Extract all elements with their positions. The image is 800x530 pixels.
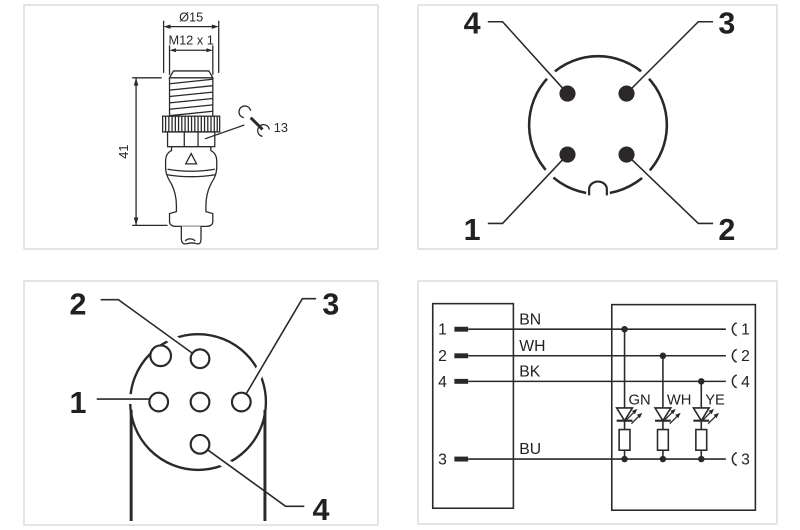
plug-pin-1-label: 1: [438, 322, 447, 339]
wiring-drawing: 1 2 4 3 1 2 4 3 BN WH BK BU GN WH YE: [431, 302, 757, 511]
pin-label-3: 3: [718, 7, 735, 41]
pin-label-3: 3: [322, 287, 339, 321]
junction-dot: [659, 455, 667, 463]
socket-1: [148, 391, 170, 413]
socket-center: [189, 391, 211, 413]
terminal-pin-2: [454, 353, 469, 359]
resistor: [618, 428, 631, 451]
pin-label-1: 1: [464, 213, 481, 247]
socket-4: [189, 433, 211, 455]
contact-pin-1: [731, 322, 738, 337]
pin-4: [559, 85, 576, 102]
junction-dot: [659, 352, 667, 360]
junction-dot: [621, 325, 628, 333]
dim-length: 41: [116, 77, 168, 227]
plug-pin-4-label: 4: [438, 374, 447, 391]
cable-tear-line: [184, 238, 196, 242]
male-face-drawing: 4 3 1 2: [464, 7, 736, 248]
dim-thread-label: M12 x 1: [168, 32, 213, 47]
panel-male-face: 4 3 1 2: [417, 4, 778, 250]
junction-dot: [698, 378, 705, 385]
leader-pin-1: [487, 154, 569, 225]
terminal-pin-4: [454, 378, 469, 384]
plug-pin-2-label: 2: [438, 348, 447, 365]
socket-box: [610, 303, 757, 511]
keyway-bump: [149, 344, 173, 368]
contact-pin-2: [731, 348, 738, 363]
leader-pin-3: [625, 20, 714, 95]
arrow-right-icon: [211, 24, 219, 29]
thread-section: [168, 70, 214, 117]
orientation-triangle-icon: [184, 152, 198, 165]
resistor: [695, 428, 708, 451]
leader-pin-3: [240, 297, 317, 403]
pin-2: [618, 146, 635, 163]
plug-pin-3-label: 3: [438, 451, 447, 468]
socket-3: [230, 391, 252, 413]
contact-pin-3: [731, 451, 738, 467]
contact-pin-4: [731, 374, 738, 389]
wire-color-bn: BN: [519, 311, 541, 328]
wire-color-bu: BU: [519, 441, 541, 458]
wrench-size-label: 13: [274, 120, 288, 135]
led-label-gn: GN: [628, 392, 650, 408]
leader-pin-4: [487, 20, 569, 95]
panel-female-face: 2 3 1 4: [23, 280, 379, 526]
arrow-left-icon: [169, 48, 176, 53]
panel-wiring-diagram: 1 2 4 3 1 2 4 3 BN WH BK BU GN WH YE: [417, 280, 778, 525]
terminal-pin-3: [454, 456, 469, 462]
pin-label-4: 4: [464, 7, 481, 41]
pin-label-4: 4: [313, 493, 330, 524]
socket-2: [189, 348, 211, 370]
leader-pin-4: [199, 443, 305, 508]
plug-box: [431, 302, 515, 510]
dim-length-label: 41: [116, 144, 131, 158]
female-face-drawing: 2 3 1 4: [70, 287, 340, 524]
socket-pin-1-label: 1: [741, 322, 750, 339]
socket-pin-2-label: 2: [741, 348, 750, 365]
side-view-drawing: Ø15 M12 x 1: [116, 10, 288, 245]
keyway-notch: [588, 180, 608, 196]
led-ye-icon: [691, 407, 719, 451]
knurled-nut: [161, 115, 221, 133]
leader-pin-2: [100, 298, 201, 360]
pin-label-2: 2: [718, 213, 735, 247]
led-label-ye: YE: [705, 392, 725, 408]
pin-label-2: 2: [70, 287, 87, 321]
panel-side-view: Ø15 M12 x 1: [23, 4, 379, 250]
pin-1: [559, 146, 576, 163]
wire-color-wh: WH: [519, 338, 545, 355]
led-wh-icon: [653, 407, 681, 451]
wire-color-bk: BK: [519, 363, 540, 380]
pin-label-1: 1: [70, 386, 87, 420]
dim-diameter-label: Ø15: [179, 10, 203, 25]
connector-body: [164, 146, 218, 245]
hex-section: [166, 131, 216, 148]
wrench-leader-line: [204, 124, 245, 140]
arrow-right-icon: [206, 48, 213, 53]
terminal-pin-1: [454, 326, 469, 332]
led-gn-icon: [615, 407, 643, 451]
led-label-wh: WH: [667, 392, 692, 408]
socket-pin-4-label: 4: [741, 374, 750, 391]
junction-dot: [621, 455, 628, 463]
junction-dot: [698, 455, 705, 463]
pin-3: [618, 85, 635, 102]
leader-pin-2: [625, 153, 714, 225]
arrow-left-icon: [163, 24, 171, 29]
wrench-icon: [238, 105, 270, 137]
socket-pin-3-label: 3: [741, 451, 750, 468]
resistor: [656, 428, 670, 451]
